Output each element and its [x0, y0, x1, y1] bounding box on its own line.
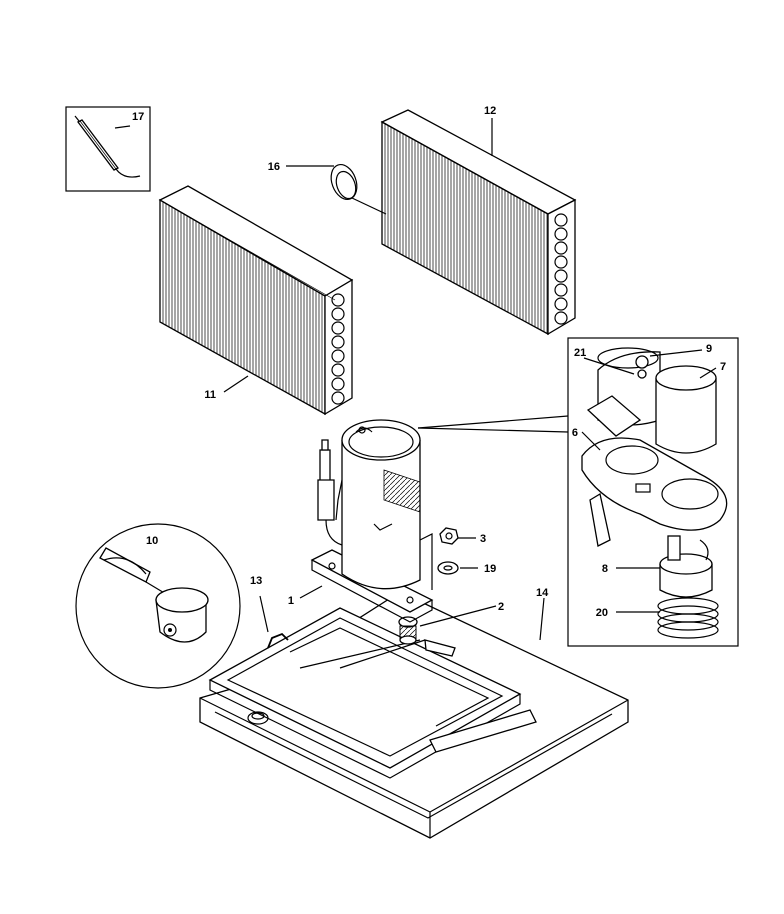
part-6-mounting-plate — [581, 437, 728, 547]
callout-2: 2 — [498, 601, 504, 613]
part-19-washer — [437, 561, 459, 575]
callout-20: 20 — [596, 607, 608, 619]
part-8-overload — [659, 535, 713, 598]
part-7-capacitor — [655, 365, 717, 454]
callout-11: 11 — [204, 389, 216, 401]
part-13-drain-tray — [208, 607, 537, 779]
callout-14: 14 — [536, 587, 549, 599]
part-17-drier-box — [65, 106, 151, 192]
terminal-detail-box — [417, 337, 739, 647]
callout-9: 9 — [706, 343, 712, 355]
callout-13: 13 — [250, 575, 262, 587]
part-12-coil-right — [380, 109, 577, 336]
callout-labels: 1 2 3 6 7 8 9 10 11 12 13 14 16 17 19 20… — [132, 105, 726, 619]
callout-1: 1 — [288, 595, 294, 607]
part-21-terminal-cover — [586, 347, 661, 437]
part-2-grommet — [398, 616, 418, 645]
callout-8: 8 — [602, 563, 608, 575]
callout-6: 6 — [572, 427, 578, 439]
part-20-spring — [657, 597, 719, 639]
leader-lines — [114, 118, 717, 641]
part-11-coil-left — [158, 185, 354, 416]
callout-21: 21 — [574, 347, 586, 359]
part-1-compressor — [310, 419, 434, 623]
coil-11-return-bends — [331, 293, 345, 405]
callout-19: 19 — [484, 563, 496, 575]
part-3-nut — [439, 527, 459, 545]
callout-7: 7 — [720, 361, 726, 373]
callout-17: 17 — [132, 111, 144, 123]
callout-16: 16 — [268, 161, 280, 173]
callout-10: 10 — [146, 535, 158, 547]
callout-3: 3 — [480, 533, 486, 545]
coil-12-return-bends — [554, 213, 568, 325]
part-10-detail-circle — [75, 523, 241, 689]
callout-12: 12 — [484, 105, 496, 117]
part-16-capillary-tube — [330, 163, 387, 215]
